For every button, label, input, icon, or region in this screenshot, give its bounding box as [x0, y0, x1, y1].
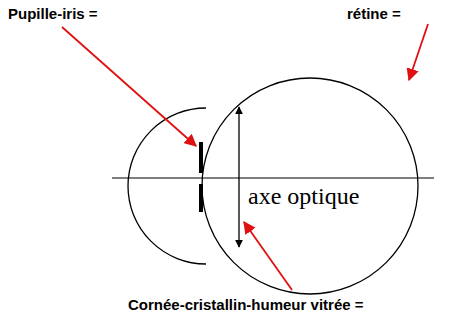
axis-label: axe optique — [248, 183, 359, 209]
eyeball-outline — [202, 78, 418, 294]
optical-axis — [112, 177, 434, 178]
leader-arrow — [409, 24, 428, 80]
leader-arrow — [62, 27, 196, 146]
lens-arrow — [238, 107, 239, 247]
part-label: rétine = — [347, 5, 401, 23]
part-label: Cornée-cristallin-humeur vitrée = — [128, 296, 364, 314]
iris-bar — [199, 142, 203, 173]
cornea-outline — [128, 108, 206, 264]
part-label: Pupille-iris = — [8, 5, 98, 23]
iris-bar — [199, 184, 203, 212]
leader-arrow — [244, 222, 292, 290]
